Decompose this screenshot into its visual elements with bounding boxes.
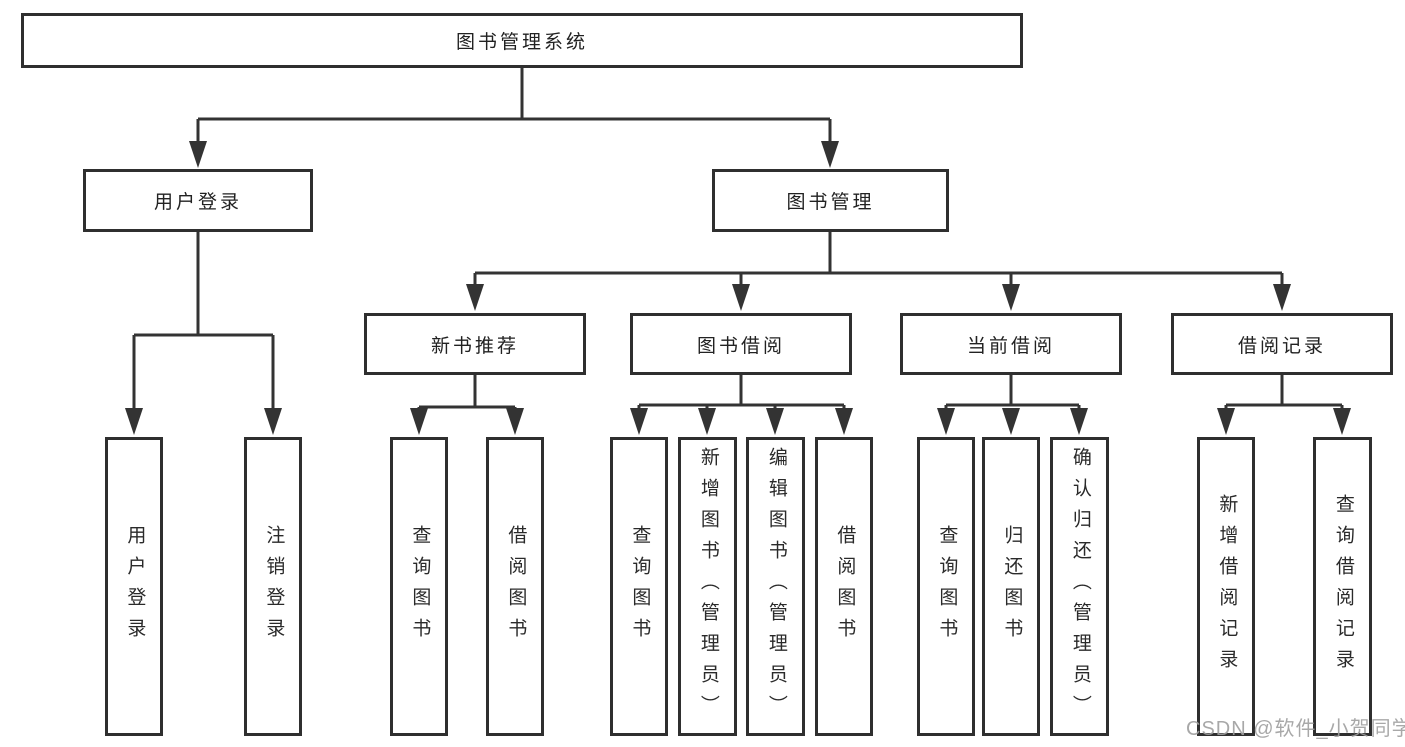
node-user-login: 用户登录	[83, 169, 313, 232]
leaf-borrow-books-recommend: 借阅图书	[486, 437, 544, 736]
node-new-book-recommend: 新书推荐	[364, 313, 586, 375]
leaf-add-book-admin: 新增图书（管理员）	[678, 437, 737, 736]
leaf-query-borrow-record-label: 查询借阅记录	[1332, 493, 1354, 680]
leaf-query-borrow-record: 查询借阅记录	[1313, 437, 1372, 736]
node-borrowing-records-label: 借阅记录	[1237, 335, 1326, 357]
leaf-edit-book-admin: 编辑图书（管理员）	[746, 437, 805, 736]
leaf-confirm-return-admin-label: 确认归还（管理员）	[1069, 447, 1091, 726]
leaf-query-books-recommend-label: 查询图书	[409, 524, 431, 649]
leaf-query-books-borrowing-label: 查询图书	[629, 524, 651, 649]
leaf-return-book-label: 归还图书	[1001, 524, 1023, 649]
leaf-add-book-admin-label: 新增图书（管理员）	[697, 447, 719, 726]
leaf-return-book: 归还图书	[982, 437, 1040, 736]
leaf-borrow-books-recommend-label: 借阅图书	[505, 524, 527, 649]
leaf-logout: 注销登录	[244, 437, 302, 736]
leaf-confirm-return-admin: 确认归还（管理员）	[1050, 437, 1109, 736]
leaf-add-borrow-record-label: 新增借阅记录	[1216, 493, 1238, 680]
node-new-book-recommend-label: 新书推荐	[430, 335, 519, 357]
leaf-query-books-recommend: 查询图书	[390, 437, 448, 736]
leaf-query-books-current: 查询图书	[917, 437, 975, 736]
leaf-query-books-borrowing: 查询图书	[610, 437, 668, 736]
node-root: 图书管理系统	[21, 13, 1023, 68]
node-book-borrowing-label: 图书借阅	[696, 335, 785, 357]
node-current-borrowing: 当前借阅	[900, 313, 1122, 375]
leaf-logout-label: 注销登录	[263, 524, 285, 649]
node-root-label: 图书管理系统	[455, 32, 588, 53]
leaf-borrow-books-borrowing: 借阅图书	[815, 437, 873, 736]
leaf-user-login: 用户登录	[105, 437, 163, 736]
leaf-user-login-label: 用户登录	[124, 524, 146, 649]
watermark: CSDN @软件_小贺同学	[1186, 718, 1405, 740]
node-borrowing-records: 借阅记录	[1171, 313, 1393, 375]
arrowheads	[125, 141, 1351, 435]
node-current-borrowing-label: 当前借阅	[966, 335, 1055, 357]
leaf-edit-book-admin-label: 编辑图书（管理员）	[765, 447, 787, 726]
node-book-borrowing: 图书借阅	[630, 313, 852, 375]
node-book-management-label: 图书管理	[786, 192, 875, 213]
leaf-query-books-current-label: 查询图书	[936, 524, 958, 649]
leaf-borrow-books-borrowing-label: 借阅图书	[834, 524, 856, 649]
leaf-add-borrow-record: 新增借阅记录	[1197, 437, 1255, 736]
node-user-login-label: 用户登录	[153, 192, 242, 213]
node-book-management: 图书管理	[712, 169, 949, 232]
